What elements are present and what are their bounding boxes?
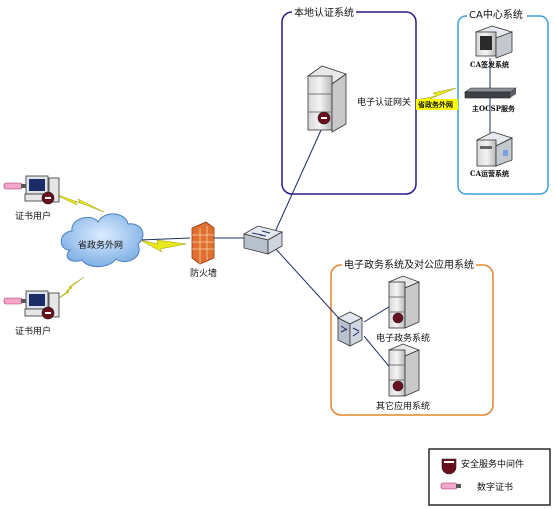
certificate-icon	[440, 482, 461, 490]
firewall-label: 防火墙	[190, 267, 217, 279]
link-label: 省政务外网	[417, 100, 453, 109]
gateway-label: 电子认证网关	[357, 96, 411, 108]
ca-issue-label: CA签发系统	[470, 60, 509, 69]
firewall-icon	[191, 221, 215, 265]
lightning-cloud-firewall	[139, 239, 187, 253]
user-top-workstation	[3, 175, 60, 205]
legend-certificate-label: 数字证书	[477, 481, 513, 493]
egov-apps-zone-title: 电子政务系统及对公应用系统	[344, 258, 474, 271]
user-bottom-workstation	[3, 290, 60, 320]
app-switch-icon	[337, 311, 363, 347]
switch-icon	[242, 225, 284, 255]
ocsp-server-icon	[464, 87, 517, 99]
ca-ops-server-icon	[475, 131, 514, 167]
lightning-user-bottom	[55, 276, 85, 301]
link-label-bg	[416, 99, 458, 110]
cloud-label: 省政务外网	[78, 239, 123, 251]
user-bottom-label: 证书用户	[15, 325, 51, 337]
ocsp-label: 主OCSP服务	[472, 104, 516, 113]
egov-system-label: 电子政务系统	[376, 332, 430, 344]
ca-center-zone-title: CA中心系统	[469, 8, 523, 21]
other-apps-label: 其它应用系统	[376, 400, 430, 412]
gateway-server-icon	[307, 65, 347, 133]
legend: 安全服务中间件 数字证书	[428, 448, 551, 506]
user-top-label: 证书用户	[15, 210, 51, 222]
cloud-icon	[60, 213, 144, 268]
lightning-user-top	[49, 191, 105, 213]
ca-issue-server-icon	[474, 25, 514, 59]
ca-ops-label: CA运营系统	[470, 169, 509, 178]
local-auth-zone-title: 本地认证系统	[294, 6, 354, 19]
legend-middleware-label: 安全服务中间件	[461, 458, 524, 470]
other-apps-server-icon	[387, 343, 421, 397]
egov-server-icon	[387, 275, 421, 329]
connection-lines	[139, 58, 491, 371]
lightning-links	[49, 87, 457, 301]
